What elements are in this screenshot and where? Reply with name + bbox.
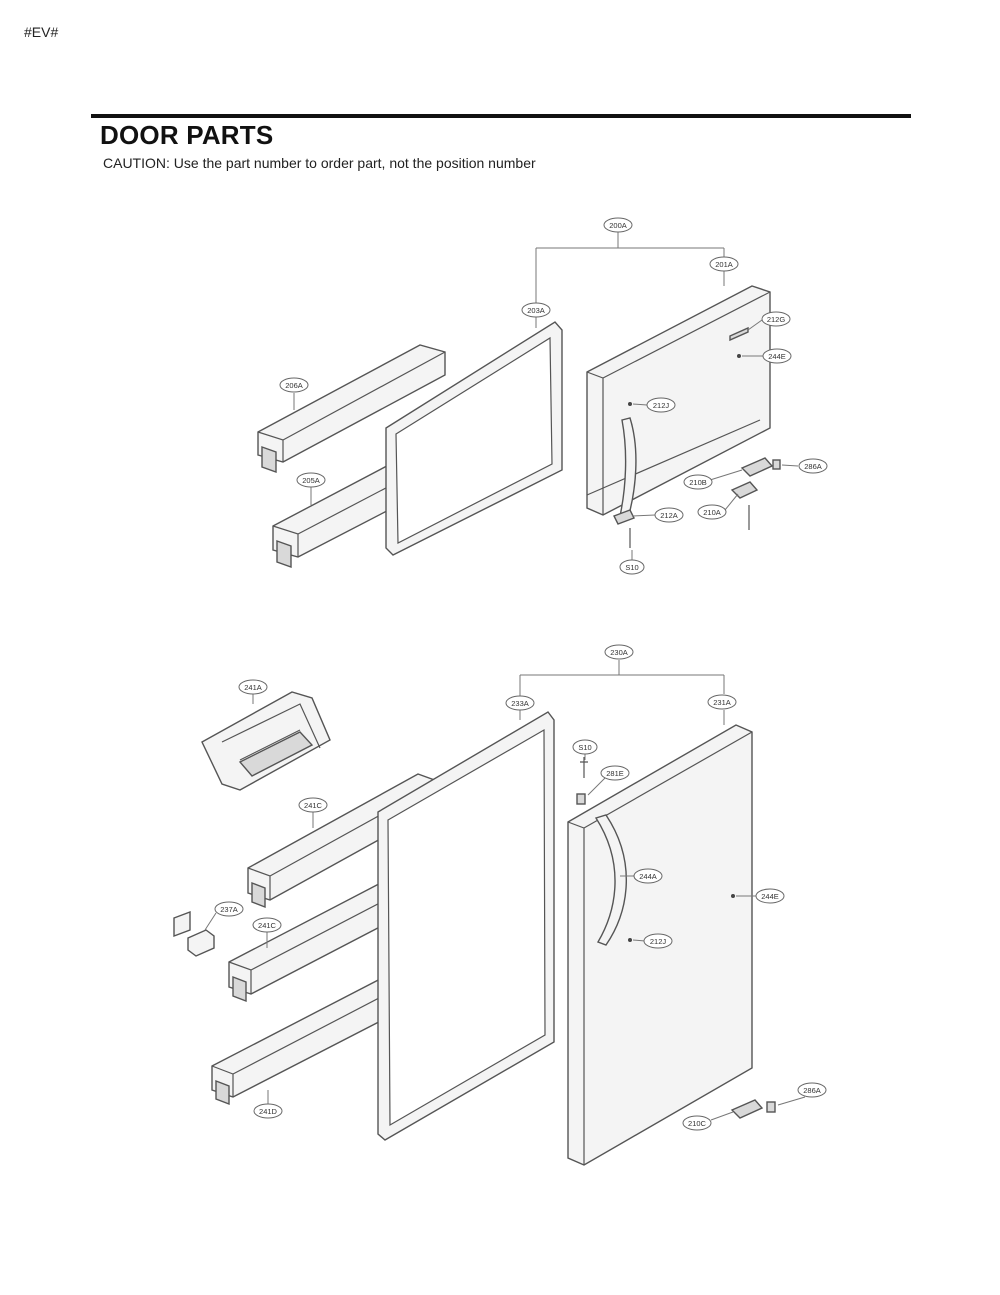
svg-text:244E: 244E [761, 892, 779, 901]
screw-244e-lower [731, 894, 735, 898]
door-basket-206a [257, 344, 446, 473]
document-code-tag: #EV# [24, 24, 59, 40]
cap-286a-lower [766, 1101, 776, 1113]
callout-210a: 210A [697, 504, 727, 520]
svg-text:244E: 244E [768, 352, 786, 361]
leader-230a-bracket [519, 660, 725, 696]
svg-text:241D: 241D [259, 1107, 278, 1116]
svg-text:231A: 231A [713, 698, 731, 707]
svg-text:230A: 230A [610, 648, 628, 657]
page-title: DOOR PARTS [100, 120, 274, 150]
callout-201a: 201A [709, 256, 739, 272]
svg-text:212J: 212J [650, 937, 667, 946]
callout-212a: 212A [654, 507, 684, 523]
svg-text:205A: 205A [302, 476, 320, 485]
hinge-210a [730, 481, 759, 499]
callout-231a: 231A [707, 694, 737, 710]
callout-206a: 206A [279, 377, 309, 393]
svg-text:212J: 212J [653, 401, 670, 410]
callout-241c-lower: 241C [252, 917, 282, 933]
callout-212j-lower: 212J [643, 933, 673, 949]
svg-text:286A: 286A [803, 1086, 821, 1095]
callout-205a: 205A [296, 472, 326, 488]
svg-text:244A: 244A [639, 872, 657, 881]
door-gasket-203a [385, 321, 563, 556]
callout-244e-lower: 244E [755, 888, 785, 904]
callout-281e: 281E [600, 765, 630, 781]
svg-text:206A: 206A [285, 381, 303, 390]
svg-text:212G: 212G [767, 315, 786, 324]
dairy-bin-241a [201, 691, 331, 791]
screw-s10 [580, 757, 588, 778]
svg-text:210A: 210A [703, 508, 721, 517]
svg-text:241C: 241C [304, 801, 323, 810]
callout-200a: 200A [603, 217, 633, 233]
callout-286a-lower: 286A [797, 1082, 827, 1098]
svg-text:212A: 212A [660, 511, 678, 520]
handle-244a [594, 814, 628, 946]
callout-241c-upper: 241C [298, 797, 328, 813]
callout-230a: 230A [604, 644, 634, 660]
cap-237a-upper [173, 910, 191, 938]
bracket-s10 [613, 509, 635, 525]
screw-212j [628, 402, 632, 406]
hinge-210c [730, 1099, 764, 1119]
callout-s10: S10 [619, 559, 645, 575]
svg-text:S10: S10 [625, 563, 638, 572]
svg-text:286A: 286A [804, 462, 822, 471]
cap-237a-lower [187, 929, 215, 957]
screw-244e [737, 354, 741, 358]
cap-281e [576, 793, 586, 805]
callout-233a: 233A [505, 695, 535, 711]
callout-210c: 210C [682, 1115, 712, 1131]
svg-text:281E: 281E [606, 769, 624, 778]
callout-237a: 237A [214, 901, 244, 917]
callout-212j: 212J [646, 397, 676, 413]
cap-286a [772, 459, 781, 470]
svg-text:200A: 200A [609, 221, 627, 230]
callout-244e: 244E [762, 348, 792, 364]
callout-241d: 241D [253, 1103, 283, 1119]
callout-241a: 241A [238, 679, 268, 695]
svg-text:210C: 210C [688, 1119, 707, 1128]
callout-244a: 244A [633, 868, 663, 884]
svg-text:S10: S10 [578, 743, 591, 752]
freezer-door-201a [586, 285, 771, 519]
hinge-210b [740, 457, 774, 477]
leader-200a-bracket [535, 232, 725, 305]
callout-210b: 210B [683, 474, 713, 490]
svg-text:237A: 237A [220, 905, 238, 914]
svg-text:241C: 241C [258, 921, 277, 930]
door-gasket-233a [377, 711, 555, 1141]
svg-text:233A: 233A [511, 699, 529, 708]
svg-text:241A: 241A [244, 683, 262, 692]
callout-212g: 212G [761, 311, 791, 327]
svg-text:210B: 210B [689, 478, 707, 487]
header-rule [91, 114, 911, 118]
callout-203a: 203A [521, 302, 551, 318]
refrigerator-door-assembly: 230A 241A 233A 231A S10 281E 241C 244A 2… [173, 644, 827, 1166]
ornament-212g [729, 326, 749, 342]
callout-286a: 286A [798, 458, 828, 474]
svg-text:203A: 203A [527, 306, 545, 315]
screw-212j-lower [628, 938, 632, 942]
caution-note: CAUTION: Use the part number to order pa… [103, 155, 536, 171]
freezer-door-assembly: 200A 201A 203A 212G 244E 206A 212J 205A … [257, 217, 828, 575]
callout-s10-lower: S10 [572, 739, 598, 755]
svg-text:201A: 201A [715, 260, 733, 269]
